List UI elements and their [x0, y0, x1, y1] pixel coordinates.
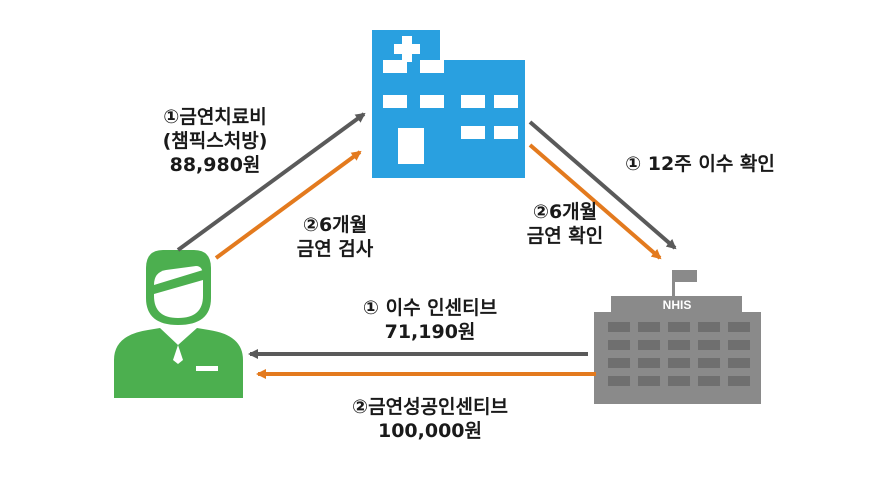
- treatment-line2: (챔픽스처방): [162, 130, 268, 152]
- success-line1: ②금연성공인센티브: [352, 396, 508, 418]
- nhis-building-icon: NHIS: [594, 270, 761, 404]
- label-6m-checkup: ②6개월 금연 검사: [275, 213, 395, 261]
- label-completion-incentive: ① 이수 인센티브 71,190원: [320, 296, 540, 344]
- person-icon: [114, 250, 243, 398]
- checkup-line1: ②6개월: [302, 214, 368, 236]
- label-12w-completion: ① 12주 이수 확인: [590, 152, 810, 176]
- arrow-hospital-to-nhis-gray: [528, 120, 677, 250]
- label-6m-confirm: ②6개월 금연 확인: [505, 200, 625, 248]
- checkup-line2: 금연 검사: [296, 238, 374, 260]
- treatment-line3: 88,980원: [169, 154, 261, 176]
- label-treatment-cost: ①금연치료비 (챔픽스처방) 88,980원: [140, 105, 290, 177]
- confirm6m-line1: ②6개월: [532, 201, 598, 223]
- hospital-icon: [372, 30, 525, 178]
- confirm6m-line2: 금연 확인: [526, 225, 604, 247]
- completion12w-line1: ① 12주 이수 확인: [625, 153, 775, 175]
- incentive-line1: ① 이수 인센티브: [362, 297, 498, 319]
- nhis-sign: NHIS: [663, 298, 692, 312]
- treatment-line1: ①금연치료비: [163, 106, 267, 128]
- label-success-incentive: ②금연성공인센티브 100,000원: [310, 395, 550, 443]
- success-line2: 100,000원: [377, 420, 483, 442]
- arrow-person-to-hospital-orange: [214, 150, 362, 260]
- arrow-person-to-hospital-gray: [176, 112, 366, 252]
- incentive-line2: 71,190원: [384, 321, 476, 343]
- arrow-hospital-to-nhis-orange: [528, 143, 662, 260]
